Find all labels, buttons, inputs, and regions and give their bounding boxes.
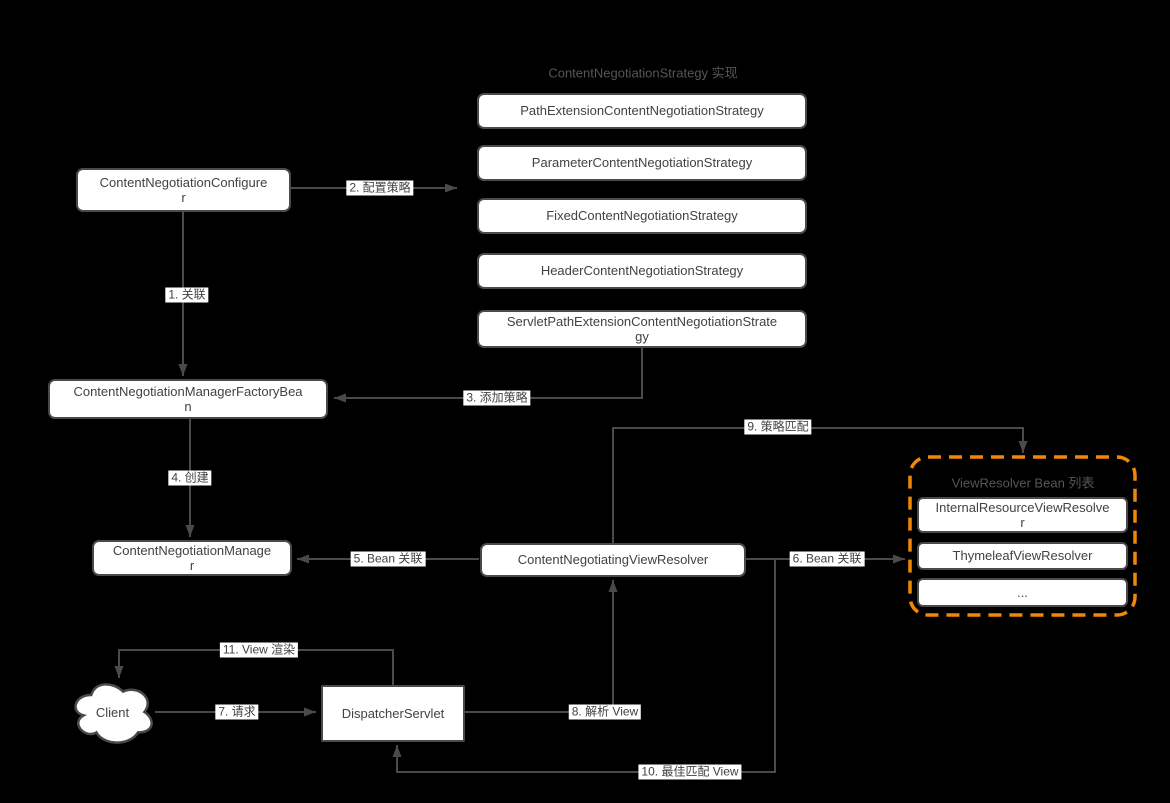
edge-label-4: 4. 创建: [168, 470, 212, 486]
edge-label-11: 11. View 渲染: [219, 642, 299, 658]
node-dispatcher-servlet: DispatcherServlet: [321, 685, 465, 742]
node-internal-resource-view-resolver: InternalResourceViewResolve r: [917, 497, 1128, 533]
node-content-negotiation-manager-factory-bean: ContentNegotiationManagerFactoryBea n: [48, 379, 328, 419]
node-content-negotiation-configurer: ContentNegotiationConfigure r: [76, 168, 291, 212]
edge-8-connector: [465, 580, 618, 713]
viewresolver-group-border: [908, 455, 1137, 617]
edge-3-connector: [334, 347, 643, 403]
edge-label-6: 6. Bean 关联: [789, 551, 865, 567]
edge-label-3: 3. 添加策略: [463, 390, 531, 406]
edge-label-1: 1. 关联: [165, 287, 209, 303]
node-content-negotiation-manager: ContentNegotiationManage r: [92, 540, 292, 576]
node-fixed-strategy: FixedContentNegotiationStrategy: [477, 198, 807, 234]
node-view-resolver-ellipsis: ...: [917, 578, 1128, 607]
edge-label-8: 8. 解析 View: [568, 704, 642, 720]
node-servlet-path-extension-strategy: ServletPathExtensionContentNegotiationSt…: [477, 310, 807, 348]
viewresolver-group-title: ViewResolver Bean 列表: [951, 475, 1095, 491]
node-path-extension-strategy: PathExtensionContentNegotiationStrategy: [477, 93, 807, 129]
edge-label-10: 10. 最佳匹配 View: [638, 764, 742, 780]
strategy-group-title: ContentNegotiationStrategy 实现: [548, 65, 738, 81]
node-parameter-strategy: ParameterContentNegotiationStrategy: [477, 145, 807, 181]
edge-label-9: 9. 策略匹配: [744, 419, 812, 435]
edge-label-2: 2. 配置策略: [346, 180, 414, 196]
edge-10-connector: [392, 559, 776, 773]
node-content-negotiating-view-resolver: ContentNegotiatingViewResolver: [480, 543, 746, 577]
edge-label-5: 5. Bean 关联: [350, 551, 426, 567]
edge-label-7: 7. 请求: [215, 704, 259, 720]
node-client-label: Client: [95, 704, 130, 720]
edge-9-connector: [612, 427, 1028, 543]
node-header-strategy: HeaderContentNegotiationStrategy: [477, 253, 807, 289]
node-thymeleaf-view-resolver: ThymeleafViewResolver: [917, 542, 1128, 570]
client-cloud-shape: [74, 683, 153, 744]
